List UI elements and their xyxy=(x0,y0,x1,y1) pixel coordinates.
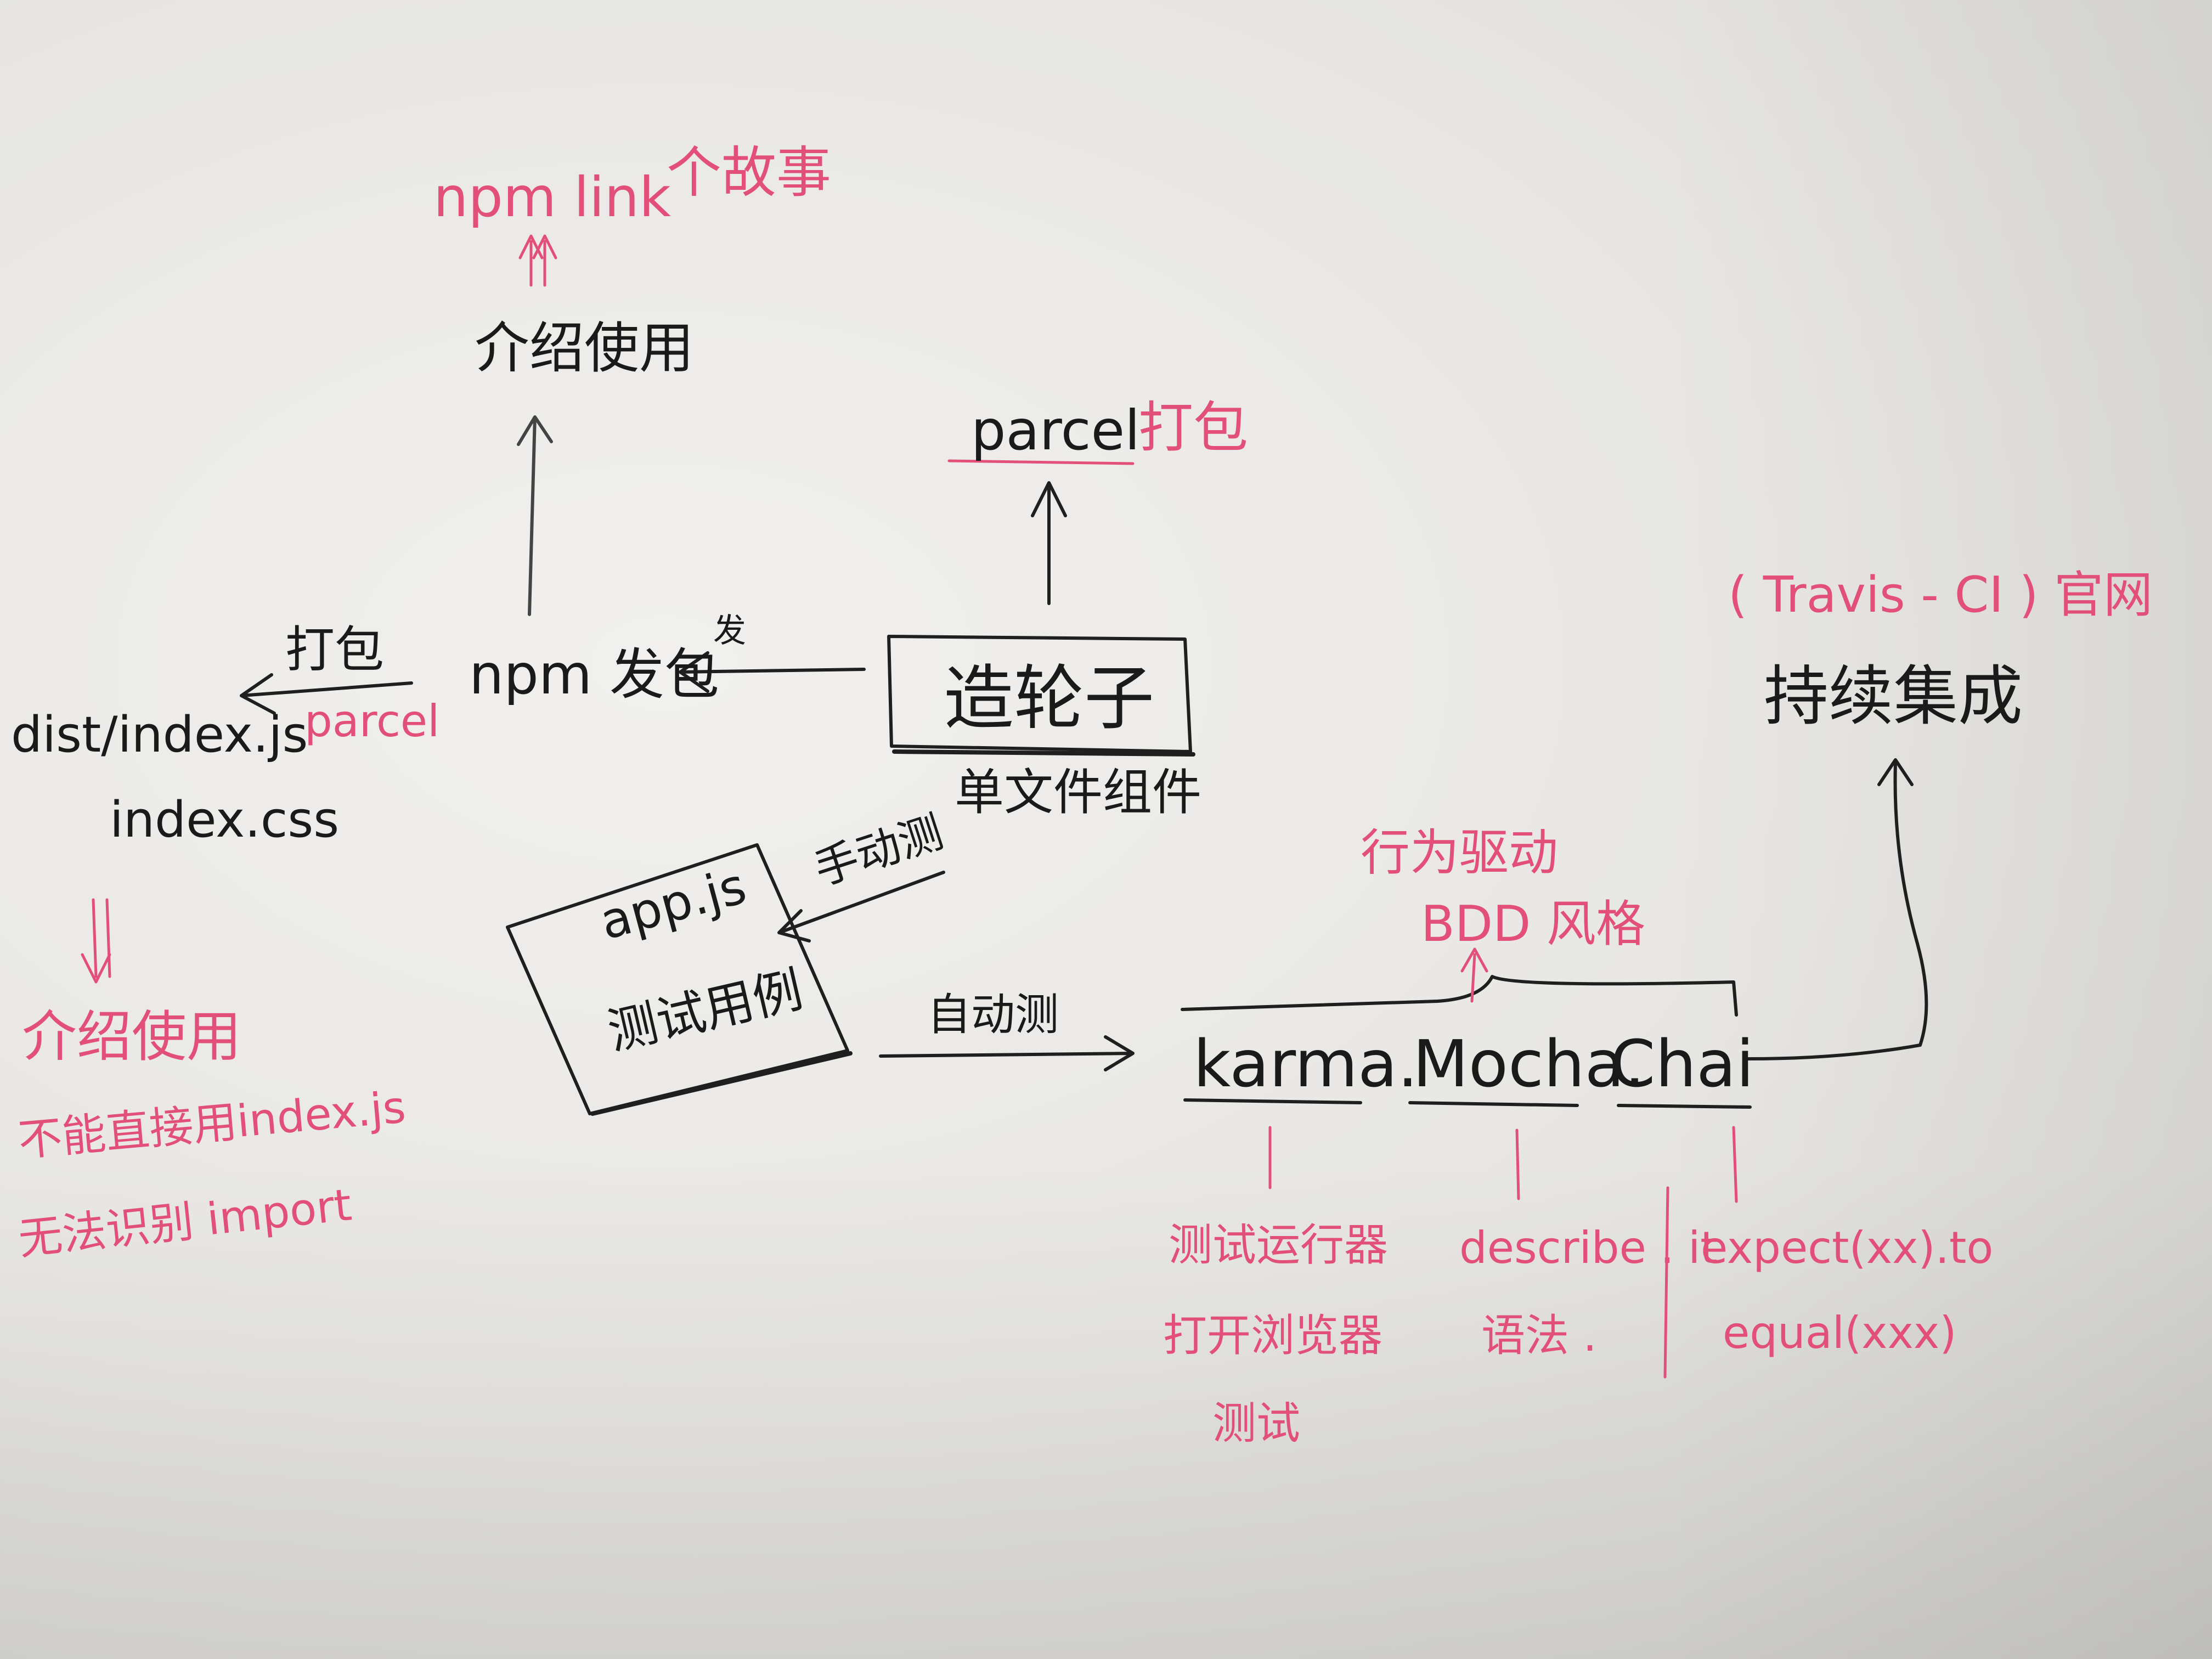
app-box-shadow xyxy=(590,1051,853,1116)
chai-underline xyxy=(1617,1104,1752,1109)
auto-test-label: 自动测 xyxy=(927,989,1059,1040)
chai-note-1: expect(xx).to xyxy=(1701,1222,1994,1273)
ci-label: 持续集成 xyxy=(1764,658,2023,734)
tool-chai: Chai xyxy=(1610,1026,1754,1102)
arrow-down-dist xyxy=(81,898,111,984)
arrow-to-intro xyxy=(517,415,553,616)
dist-line2: index.css xyxy=(110,791,340,849)
app-box xyxy=(506,843,849,1115)
center-box xyxy=(887,635,1192,753)
npm-pack-label: npm 发包 xyxy=(469,642,720,707)
arrow-to-ci xyxy=(1746,758,1928,1060)
arrow-to-dist xyxy=(240,673,413,715)
dist-pack-label: 打包 xyxy=(285,621,384,679)
bdd-line1: 行为驱动 xyxy=(1361,824,1558,882)
dist-parcel-label: parcel xyxy=(304,696,440,747)
parcel-underline xyxy=(947,459,1135,465)
arrow-manual xyxy=(777,871,945,943)
bdd-line2: BDD 风格 xyxy=(1421,895,1645,953)
tools-bracket xyxy=(1181,975,1738,1017)
dist-line1: dist/index.js xyxy=(11,706,308,764)
chai-note-2: equal(xxx) xyxy=(1723,1307,1957,1358)
chai-note-line xyxy=(1732,1126,1738,1203)
karma-note-2: 打开浏览器 xyxy=(1163,1310,1383,1361)
arrow-to-parcel xyxy=(1031,481,1067,605)
mocha-note-1: describe . it xyxy=(1459,1222,1718,1273)
parcel-top-word: parcel xyxy=(971,398,1140,462)
karma-underline xyxy=(1183,1098,1362,1104)
center-box-shadow xyxy=(892,749,1195,757)
tool-mocha: Mocha. xyxy=(1413,1026,1645,1102)
arrow-label-fa: 发 xyxy=(713,612,746,650)
mocha-note-2: 语法 . xyxy=(1481,1310,1597,1361)
mocha-note-line xyxy=(1515,1128,1520,1200)
notes-divider xyxy=(1663,1186,1669,1379)
karma-note-1: 测试运行器 xyxy=(1169,1220,1388,1271)
dist-intro: 介绍使用 xyxy=(22,1005,241,1069)
story-label: 个故事 xyxy=(667,140,831,205)
intro-use-label: 介绍使用 xyxy=(475,316,694,380)
arrow-bdd xyxy=(1460,947,1488,1003)
arrow-up-npm-link xyxy=(518,234,557,287)
karma-note-3: 测试 xyxy=(1212,1398,1300,1449)
mocha-underline xyxy=(1408,1101,1579,1107)
npm-link-label: npm link xyxy=(433,165,671,229)
arrow-auto xyxy=(879,1035,1135,1071)
arrow-to-npm xyxy=(679,651,866,693)
center-title: 造轮子 xyxy=(944,658,1155,740)
ci-site-label: ( Travis - CI ) 官网 xyxy=(1728,566,2153,624)
center-subtitle: 单文件组件 xyxy=(955,764,1201,821)
parcel-top-suffix: 打包 xyxy=(1138,396,1248,460)
tool-karma: karma. xyxy=(1193,1026,1418,1102)
